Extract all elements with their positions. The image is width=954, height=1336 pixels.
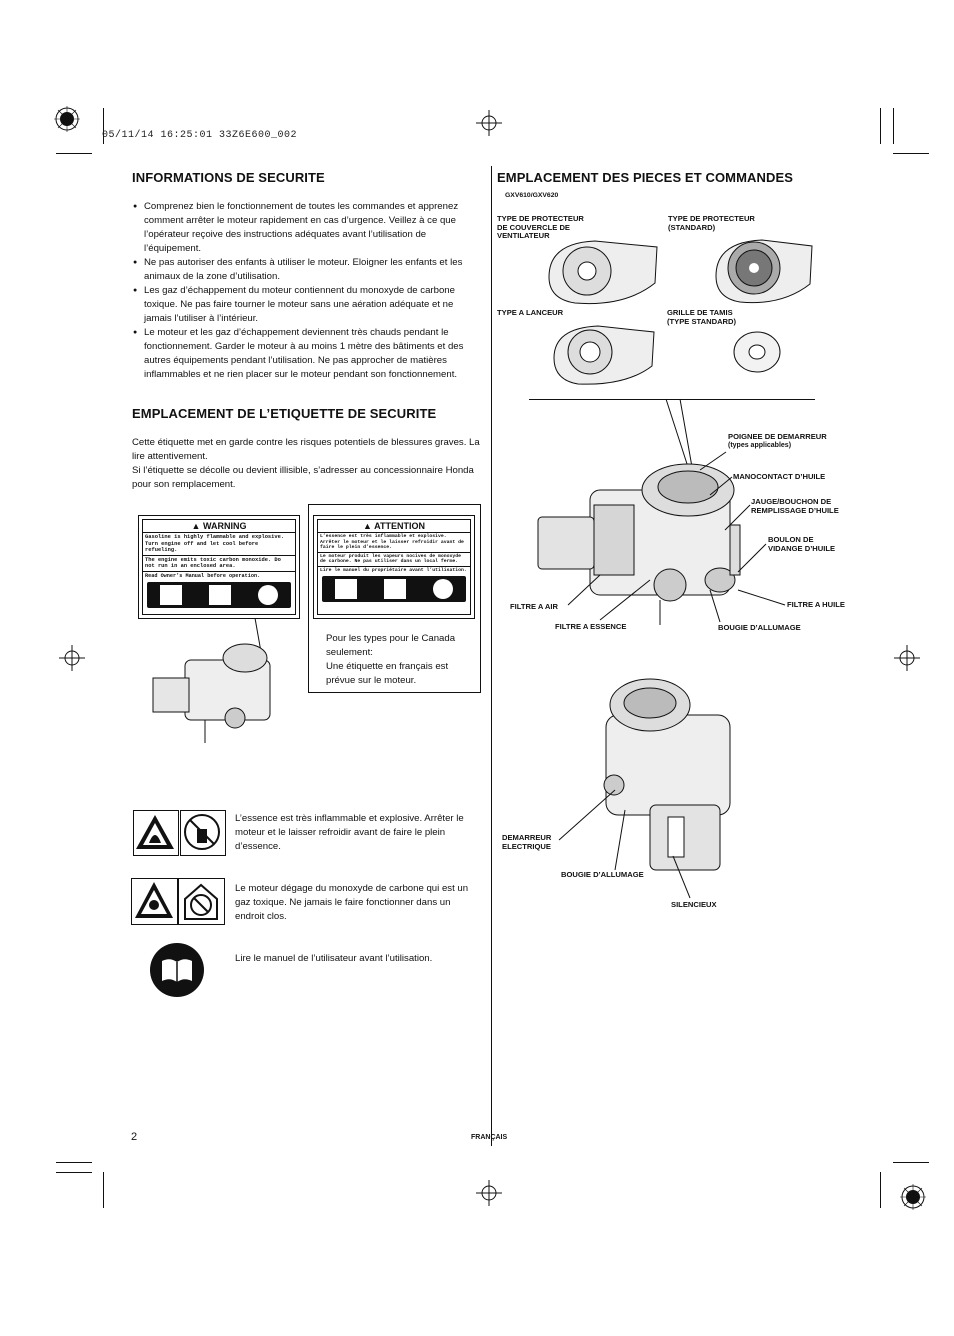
leader-lines: [567, 451, 786, 623]
part-label-oil-filter: FILTRE A HUILE: [787, 600, 845, 609]
list-item: Le moteur et les gaz d’échappement devie…: [133, 326, 481, 382]
manual-note: Lire le manuel de l’utilisateur avant l’…: [235, 953, 433, 964]
part-label-starter-grip: POIGNEE DE DEMARREUR: [728, 432, 827, 441]
intro-paragraph: Cette étiquette met en garde contre les …: [132, 437, 480, 462]
part-label-electric-starter: DEMARREUR ELECTRIQUE: [502, 833, 552, 851]
attention-decal: ▲ ATTENTION L’essence est très inflammab…: [313, 515, 475, 619]
registration-target-icon: [54, 106, 80, 132]
list-item: Comprenez bien le fonctionnement de tout…: [133, 200, 481, 256]
intro-paragraph: Si l’étiquette se décolle ou devient ill…: [132, 465, 474, 490]
decal-line: The engine emits toxic carbon monoxide. …: [143, 556, 295, 572]
fire-note: L’essence est très inflammable et explos…: [235, 813, 464, 852]
part-label-std-guard: TYPE DE PROTECTEUR (STANDARD): [668, 214, 755, 232]
manual-icon: [432, 578, 453, 599]
parts-title: EMPLACEMENT DES PIECES ET COMMANDES: [497, 170, 794, 185]
no-refuel-hot-icon: [180, 810, 226, 856]
warning-triangle-icon: ▲: [363, 521, 372, 531]
fire-hazard-icon: [160, 584, 183, 605]
part-label-spark-plug-2: BOUGIE D’ALLUMAGE: [561, 870, 644, 879]
list-item: Les gaz d’échappement du moteur contienn…: [133, 284, 481, 326]
crop-mark: [56, 1162, 92, 1163]
crop-mark: [893, 108, 894, 144]
print-stamp: 05/11/14 16:25:01 33Z6E600_002: [102, 130, 298, 141]
crosshair-icon: [476, 1180, 502, 1206]
safety-bullet-list: Comprenez bien le fonctionnement de tout…: [133, 200, 481, 382]
part-label-muffler: SILENCIEUX: [671, 900, 717, 909]
page-number: 2: [131, 1131, 138, 1143]
warning-decal: ▲ WARNING Gasoline is highly flammable a…: [138, 515, 300, 619]
part-label-oil-switch: MANOCONTACT D’HUILE: [733, 472, 826, 481]
read-manual-icon: [150, 943, 204, 997]
part-label-starter-grip-note: (types applicables): [728, 442, 792, 449]
launcher-type-illustration: [553, 325, 655, 385]
electric-start-engine-illustration: [603, 678, 731, 871]
part-label-screen-grid: GRILLE DE TAMIS (TYPE STANDARD): [667, 308, 737, 326]
crosshair-icon: [476, 110, 502, 136]
part-label-launcher: TYPE A LANCEUR: [497, 308, 564, 317]
decal-pictograms: [322, 575, 466, 602]
part-label-drain-bolt: BOULON DE VIDANGE D’HUILE: [768, 535, 836, 553]
engine-label-illustration: [152, 618, 271, 743]
fire-hazard-icon: [133, 810, 179, 856]
leader-line: [529, 399, 815, 400]
canada-label-frame: [308, 504, 481, 693]
no-enclosed-area-icon: [178, 878, 225, 925]
column-divider: [491, 166, 492, 1146]
fan-cover-illustration: [548, 240, 658, 305]
crop-mark: [56, 153, 92, 154]
footer-language: FRANÇAIS: [471, 1134, 508, 1141]
decal-line: Lire le manuel du propriétaire avant l’u…: [320, 567, 467, 573]
decal-header: ▲ ATTENTION: [318, 520, 470, 533]
list-item: Ne pas autoriser des enfants à utiliser …: [133, 256, 481, 284]
manual-icon: [257, 584, 278, 605]
crop-mark: [893, 153, 929, 154]
toxic-gas-icon: [208, 584, 231, 605]
toxic-gas-icon: [383, 578, 406, 599]
part-label-spark-plug: BOUGIE D’ALLUMAGE: [718, 623, 801, 632]
part-label-fan-cover: TYPE DE PROTECTEUR DE COUVERCLE DE VENTI…: [497, 214, 584, 240]
leader-lines: [558, 789, 691, 899]
toxic-gas-note: Le moteur dégage du monoxyde de carbone …: [235, 883, 469, 922]
screen-grid-illustration: [733, 331, 781, 373]
standard-guard-illustration: [715, 239, 813, 304]
decal-line: Read Owner’s Manual before operation.: [145, 572, 261, 579]
canada-note: Pour les types pour le Canada seulement:…: [326, 633, 456, 686]
part-label-air-filter: FILTRE A AIR: [510, 602, 558, 611]
crop-mark: [880, 1172, 881, 1208]
registration-target-icon: [900, 1184, 926, 1210]
model-label: GXV610/GXV620: [505, 192, 559, 199]
decal-header: ▲ WARNING: [143, 520, 295, 533]
part-label-fuel-filter: FILTRE A ESSENCE: [555, 622, 627, 631]
label-location-title: EMPLACEMENT DE L’ETIQUETTE DE SECURITE: [132, 406, 437, 421]
decal-line: L’essence est très inflammable et explos…: [318, 533, 470, 553]
crosshair-icon: [59, 645, 85, 671]
crosshair-icon: [894, 645, 920, 671]
decal-pictograms: [147, 581, 291, 608]
part-label-dipstick: JAUGE/BOUCHON DE REMPLISSAGE D’HUILE: [751, 497, 839, 515]
safety-title: INFORMATIONS DE SECURITE: [132, 170, 325, 185]
fire-hazard-icon: [335, 578, 358, 599]
crop-mark: [56, 1172, 92, 1173]
main-engine-illustration: [537, 398, 741, 625]
warning-triangle-icon: ▲: [191, 521, 201, 531]
decal-line: Gasoline is highly flammable and explosi…: [143, 533, 295, 556]
decal-line: Le moteur produit les vapeurs nocives de…: [318, 553, 470, 567]
toxic-gas-icon: [131, 878, 178, 925]
crop-mark: [893, 1162, 929, 1163]
crop-mark: [103, 1172, 104, 1208]
label-location-intro: Cette étiquette met en garde contre les …: [132, 436, 482, 492]
crop-mark: [103, 108, 104, 144]
crop-mark: [880, 108, 881, 144]
